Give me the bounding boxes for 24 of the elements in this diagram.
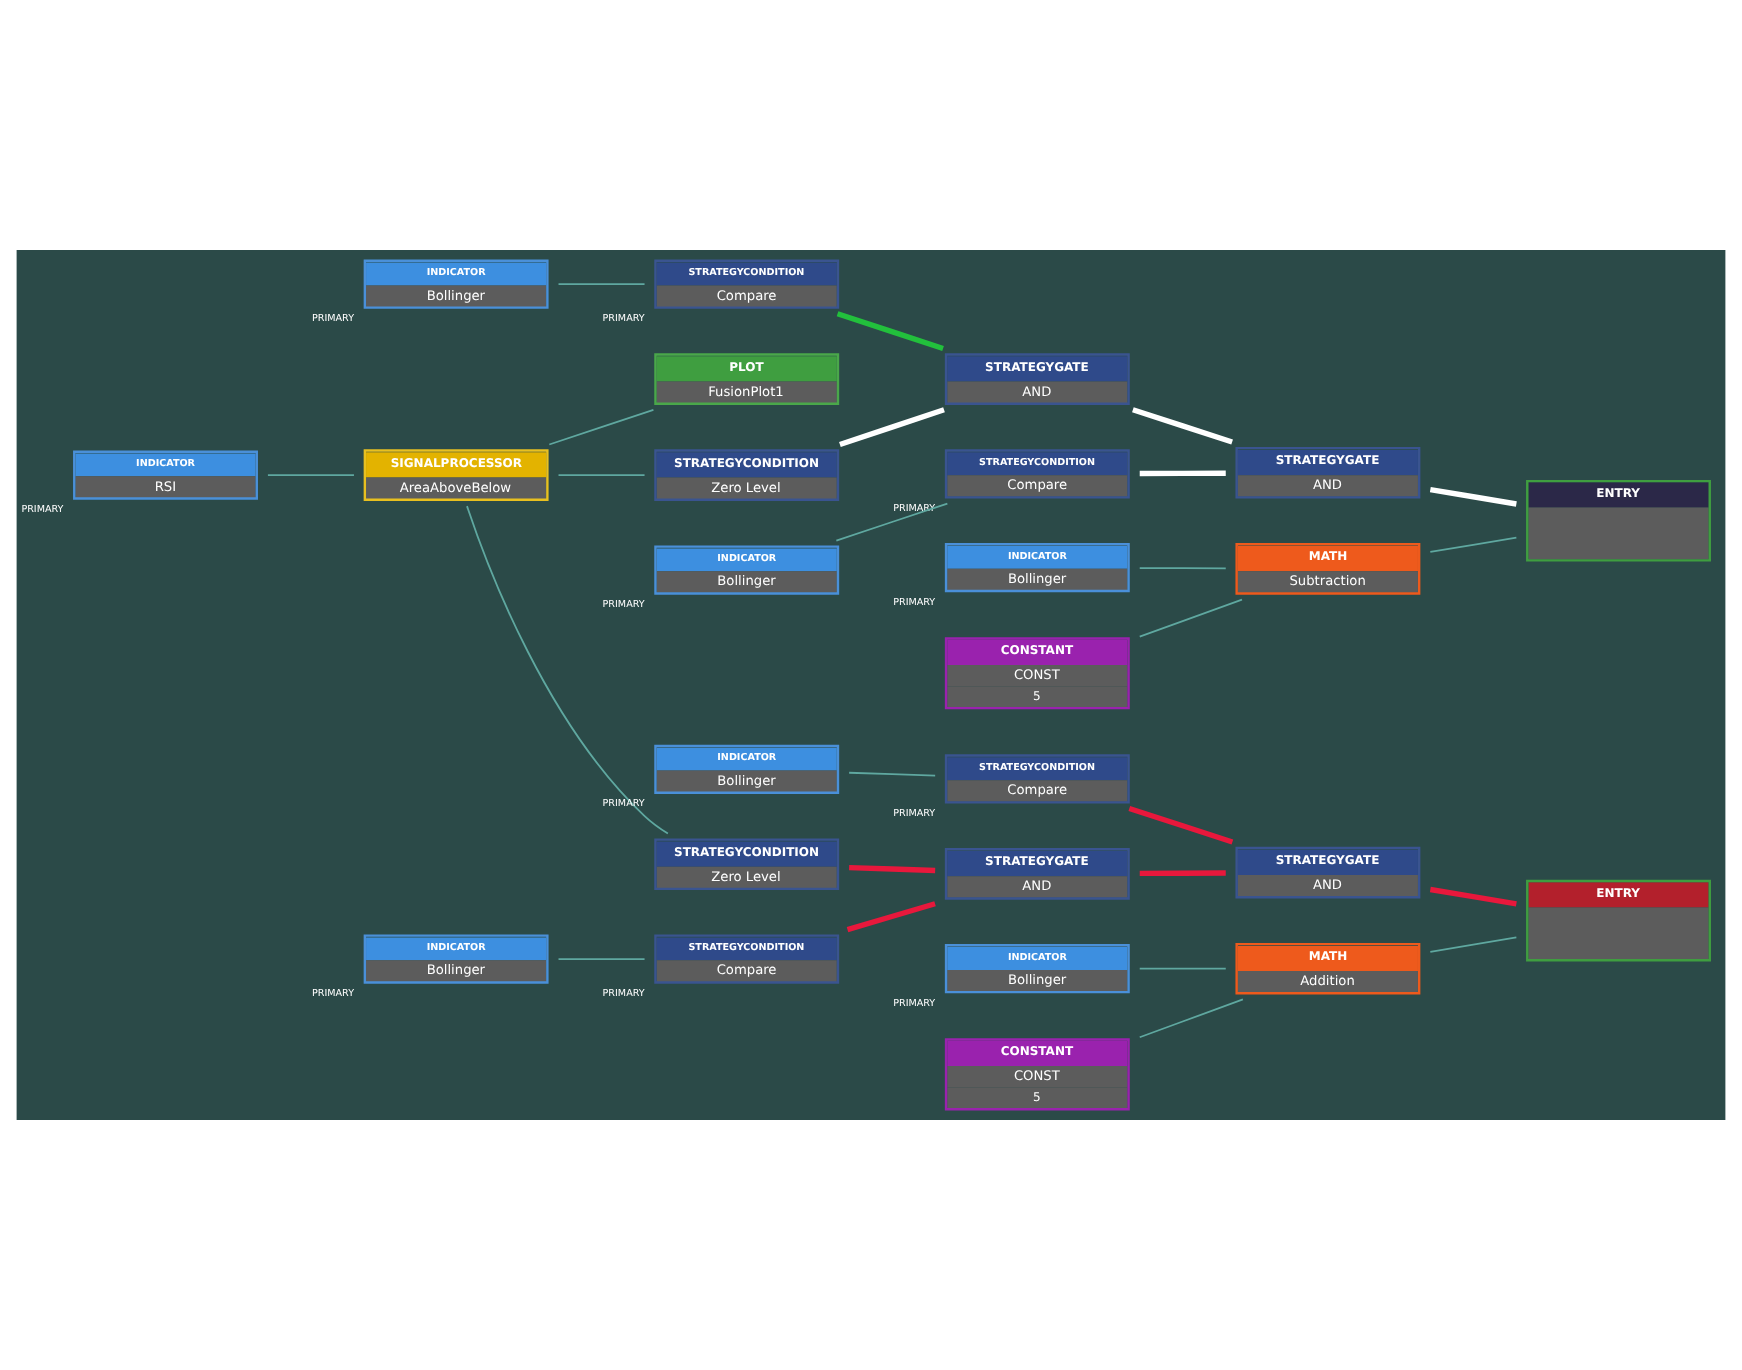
connector bbox=[1138, 967, 1227, 970]
connector bbox=[1138, 598, 1243, 638]
connector bbox=[557, 474, 646, 477]
connector bbox=[1429, 486, 1517, 507]
connector bbox=[848, 771, 937, 777]
connector bbox=[1139, 470, 1226, 477]
connector bbox=[1138, 567, 1227, 570]
connector bbox=[466, 505, 669, 835]
connector bbox=[835, 502, 949, 542]
connector bbox=[557, 958, 646, 960]
connector bbox=[548, 408, 655, 446]
connector bbox=[557, 283, 646, 286]
connector bbox=[1128, 805, 1234, 845]
connector bbox=[1429, 936, 1518, 953]
connector bbox=[836, 311, 944, 352]
connector bbox=[846, 901, 936, 933]
connector bbox=[849, 864, 936, 874]
connector bbox=[1429, 536, 1518, 553]
connector bbox=[1132, 407, 1233, 445]
connector bbox=[1429, 886, 1517, 907]
connector bbox=[267, 474, 355, 477]
connector bbox=[1138, 998, 1244, 1039]
connector bbox=[1139, 870, 1226, 877]
connector bbox=[839, 407, 945, 448]
